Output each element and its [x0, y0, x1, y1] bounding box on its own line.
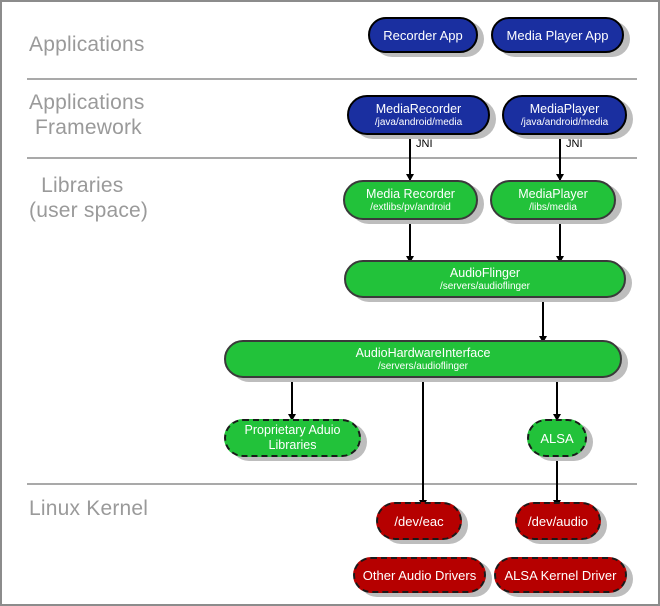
- node-recorder-app[interactable]: Recorder App: [368, 17, 478, 53]
- arrowhead-proprietary-libs: [288, 414, 296, 421]
- node-alsa-kernel-driver[interactable]: ALSA Kernel Driver: [494, 557, 627, 593]
- node-title: MediaRecorder: [375, 101, 462, 116]
- separator-framework: [27, 157, 637, 159]
- layer-label-applications-framework: Applications Framework: [29, 91, 145, 139]
- edge-audiohardwareinterface-to-dev-eac: [422, 378, 424, 504]
- node-proprietary-audio-libs[interactable]: Proprietary Aduio Libraries: [224, 419, 361, 457]
- arrowhead-mediaplayer-lib: [556, 174, 564, 181]
- node-subtitle: /extlibs/pv/android: [370, 201, 451, 213]
- node-title: MediaPlayer: [529, 101, 600, 116]
- node-title: Recorder App: [383, 27, 463, 43]
- node-subtitle: /servers/audioflinger: [377, 360, 469, 372]
- layer-label-libraries: Libraries (user space): [29, 174, 149, 222]
- node-audiohardwareinterface[interactable]: AudioHardwareInterface /servers/audiofli…: [224, 340, 622, 378]
- node-title: Media Recorder: [366, 186, 455, 201]
- edge-audiohardwareinterface-to-alsa: [556, 378, 558, 418]
- node-title: ALSA Kernel Driver: [504, 567, 617, 583]
- layer-label-applications: Applications: [29, 33, 145, 56]
- separator-applications: [27, 78, 637, 80]
- arrowhead-alsa: [553, 414, 561, 421]
- node-media-player-app[interactable]: Media Player App: [491, 17, 624, 53]
- edge-audiohardwareinterface-to-proprietary-libs: [291, 378, 293, 418]
- node-subtitle: /libs/media: [529, 201, 577, 213]
- edge-mediaplayer-to-mediaplayer-lib: [559, 136, 561, 180]
- node-dev-eac[interactable]: /dev/eac: [376, 502, 462, 540]
- node-mediaplayer-lib[interactable]: MediaPlayer /libs/media: [490, 180, 616, 220]
- node-title: ALSA: [540, 430, 574, 446]
- node-media-recorder-lib[interactable]: Media Recorder /extlibs/pv/android: [343, 180, 478, 220]
- node-audioflinger[interactable]: AudioFlinger /servers/audioflinger: [344, 260, 626, 298]
- layer-label-linux-kernel: Linux Kernel: [29, 497, 149, 520]
- node-title: Other Audio Drivers: [362, 567, 477, 583]
- node-title: /dev/audio: [528, 513, 588, 529]
- edge-mediarecorder-to-media-recorder-lib: [409, 136, 411, 180]
- node-subtitle: Libraries: [268, 438, 317, 452]
- node-mediaplayer-framework[interactable]: MediaPlayer /java/android/media: [502, 95, 627, 135]
- node-title: AudioHardwareInterface: [355, 345, 491, 360]
- node-title: AudioFlinger: [449, 265, 521, 280]
- edge-label-jni-player: JNI: [566, 138, 583, 150]
- node-alsa[interactable]: ALSA: [527, 419, 587, 457]
- node-title: MediaPlayer: [518, 186, 588, 201]
- arrowhead-media-recorder-lib: [406, 174, 414, 181]
- edge-alsa-to-dev-audio: [556, 458, 558, 504]
- separator-kernel: [27, 483, 637, 485]
- node-subtitle: /java/android/media: [374, 116, 463, 128]
- node-dev-audio[interactable]: /dev/audio: [515, 502, 601, 540]
- node-title: Proprietary Aduio: [244, 423, 341, 437]
- edge-label-jni-recorder: JNI: [416, 138, 433, 150]
- node-subtitle: /java/android/media: [520, 116, 609, 128]
- node-other-audio-drivers[interactable]: Other Audio Drivers: [353, 557, 486, 593]
- node-mediarecorder-framework[interactable]: MediaRecorder /java/android/media: [347, 95, 490, 135]
- edge-audioflinger-to-audiohardwareinterface: [542, 298, 544, 342]
- edge-media-recorder-lib-to-audioflinger: [409, 220, 411, 264]
- node-subtitle: /servers/audioflinger: [439, 280, 531, 292]
- edge-mediaplayer-lib-to-audioflinger: [559, 220, 561, 264]
- node-title: /dev/eac: [394, 513, 444, 529]
- node-title: Media Player App: [506, 27, 609, 43]
